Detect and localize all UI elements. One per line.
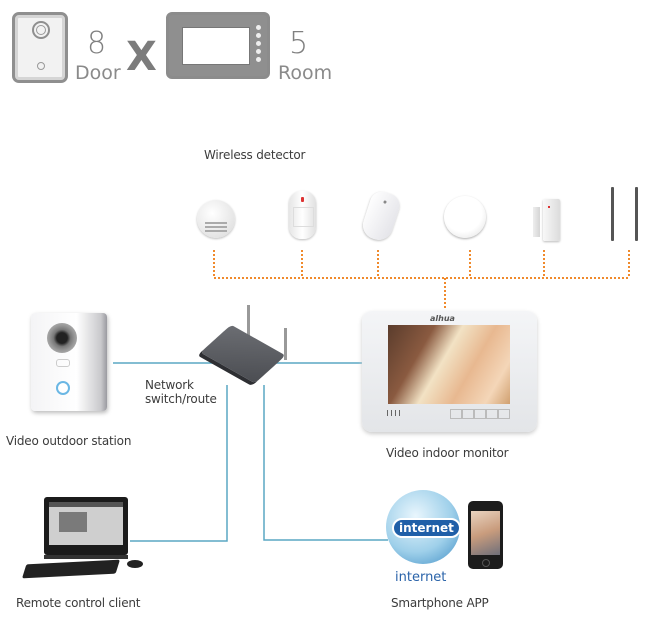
- internet-badge: internet: [392, 518, 461, 538]
- switch-label-line1: Network: [145, 378, 194, 392]
- indoor-monitor-image[interactable]: alhua: [362, 311, 537, 432]
- pir-motion-detector-icon: [289, 191, 316, 239]
- room-label: Room: [278, 62, 333, 84]
- door-label: Door: [75, 62, 121, 84]
- smartphone-label: Smartphone APP: [391, 596, 489, 610]
- indoor-monitor-label: Video indoor monitor: [386, 446, 509, 460]
- indoor-monitor-icon: [166, 12, 270, 79]
- remote-client-label: Remote control client: [16, 596, 141, 610]
- switch-label-line2: switch/route: [145, 392, 217, 406]
- internet-globe-icon: internet: [386, 490, 461, 564]
- router-to-internet-link: [263, 385, 388, 541]
- wireless-bus: [213, 250, 630, 310]
- monitor-brand: alhua: [430, 314, 455, 323]
- router-to-client-link: [130, 385, 228, 542]
- internet-caption: internet: [395, 570, 447, 585]
- monitor-screen: [388, 325, 510, 404]
- door-station-icon: [12, 12, 68, 83]
- outdoor-station-image[interactable]: [31, 313, 107, 411]
- capacity-header: 8 Door X 5 Room: [0, 0, 340, 90]
- smartphone-image[interactable]: [468, 501, 503, 569]
- smoke-detector-icon: [197, 200, 235, 238]
- room-count: 5: [289, 26, 309, 61]
- infrared-beam-detector-icon: [611, 187, 639, 243]
- remote-client-image[interactable]: [22, 494, 147, 584]
- door-count: 8: [87, 26, 107, 61]
- times-symbol: X: [126, 34, 157, 80]
- heat-detector-icon: [444, 196, 486, 238]
- outdoor-station-label: Video outdoor station: [6, 434, 132, 448]
- wireless-detector-title: Wireless detector: [204, 148, 306, 162]
- network-router-image[interactable]: [194, 305, 300, 385]
- door-magnetic-contact-icon: [533, 199, 563, 241]
